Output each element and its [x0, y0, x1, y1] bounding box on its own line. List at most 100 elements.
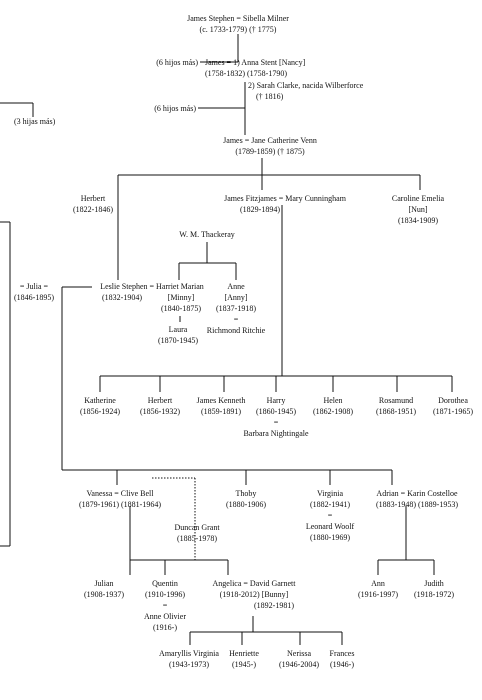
person-dates: (1840-1875)	[161, 304, 201, 313]
person-dates: (1829-1894)	[239, 205, 280, 214]
person-dates: (1946-2004)	[279, 660, 319, 669]
person-dates: (1945-)	[231, 660, 256, 669]
person-name: James Fitzjames = Mary Cunningham	[224, 194, 346, 203]
spouse-name: Leonard Woolf	[305, 522, 355, 531]
person-name: 2) Sarah Clarke, nacida Wilberforce	[248, 81, 364, 90]
person-dates: (1846-1895)	[14, 293, 54, 302]
person-dates: (1918-2012) [Bunny]	[219, 590, 289, 599]
person-name: Laura	[168, 325, 188, 334]
person-vanessa: Vanessa = Clive Bell (1879-1961) (1881-1…	[79, 488, 161, 510]
person-herbert-1856: Herbert (1856-1932)	[140, 395, 180, 417]
person-leslie-stephen: Leslie Stephen = Harriet Marian (1832-19…	[100, 281, 204, 303]
person-dates: (1870-1945)	[158, 336, 198, 345]
person-name: Judith	[424, 579, 444, 588]
person-name: Herbert	[80, 194, 106, 203]
spouse-name: Anne Olivier	[144, 612, 186, 621]
person-caroline-emelia: Caroline Emelia [Nun] (1834-1909)	[392, 193, 444, 226]
person-dates: (1758-1832) (1758-1790)	[205, 69, 287, 78]
person-dates: (1910-1996)	[145, 590, 185, 599]
person-duncan-grant: Duncan Grant (1885-1978)	[174, 522, 219, 544]
person-quentin: Quentin (1910-1996) = Anne Olivier (1916…	[144, 578, 186, 633]
spouse-dates: (1880-1969)	[310, 533, 350, 542]
person-dates: (1946-)	[329, 660, 354, 669]
person-james-fitzjames: James Fitzjames = Mary Cunningham (1829-…	[224, 193, 346, 215]
person-name: Anne	[227, 282, 245, 291]
person-thoby: Thoby (1880-1906)	[226, 488, 266, 510]
person-nickname: [Nun]	[408, 205, 428, 214]
person-name: Angelica = David Garnett	[212, 579, 296, 588]
person-henrietta: Henriette (1945-)	[229, 648, 259, 670]
person-dates: (1789-1859) († 1875)	[235, 147, 305, 156]
person-julian: Julian (1908-1937)	[84, 578, 124, 600]
person-dates: (1883-1948) (1889-1953)	[376, 500, 458, 509]
person-dates: († 1816)	[256, 92, 284, 101]
person-name: Dorothea	[438, 396, 468, 405]
person-name: Thoby	[235, 489, 257, 498]
person-nickname: [Anny]	[224, 293, 248, 302]
person-nerissa: Nerissa (1946-2004)	[279, 648, 319, 670]
person-name: James Kenneth	[196, 396, 246, 405]
person-name: Herbert	[147, 396, 173, 405]
person-dates: (1882-1941)	[310, 500, 350, 509]
person-dorothea: Dorothea (1871-1965)	[433, 395, 473, 417]
person-dates: (c. 1733-1779) († 1775)	[199, 25, 277, 34]
person-name: Nerissa	[287, 649, 311, 658]
person-julia: = Julia = (1846-1895)	[14, 281, 54, 303]
person-dates: (1860-1945)	[256, 407, 296, 416]
person-dates: (1834-1909)	[397, 216, 438, 225]
marriage-sign: =	[233, 315, 239, 324]
person-name: Helen	[323, 396, 343, 405]
person-name: Henriette	[229, 649, 259, 658]
person-helen: Helen (1862-1908)	[313, 395, 353, 417]
person-virginia: Virginia (1882-1941) = Leonard Woolf (18…	[306, 488, 354, 543]
person-nickname: [Minny]	[167, 293, 195, 302]
person-dates: (1868-1951)	[376, 407, 416, 416]
marriage-sign: =	[327, 511, 333, 520]
person-name: Duncan Grant	[174, 523, 220, 532]
spouse-dates: (1892-1981)	[254, 601, 294, 610]
person-name: Caroline Emelia	[391, 194, 445, 203]
person-ann: Ann (1916-1997)	[358, 578, 398, 600]
person-angelica: Angelica = David Garnett (1918-2012) [Bu…	[213, 578, 296, 611]
person-dates: (1859-1891)	[201, 407, 241, 416]
person-name: Adrian = Karin Costelloe	[376, 489, 458, 498]
person-dates: (1822-1846)	[73, 205, 113, 214]
person-herbert-1822: Herbert (1822-1846)	[73, 193, 113, 215]
person-frances: Frances (1946-)	[330, 648, 355, 670]
person-dates: (1908-1937)	[84, 590, 124, 599]
person-name: Katherine	[84, 396, 116, 405]
person-dates: (1862-1908)	[313, 407, 353, 416]
person-james-kenneth: James Kenneth (1859-1891)	[197, 395, 246, 417]
spouse-dates: (1916-)	[153, 623, 177, 632]
person-name: Julian	[94, 579, 114, 588]
person-name: Amaryllis Virginia	[159, 649, 219, 658]
person-name: Vanessa = Clive Bell	[86, 489, 154, 498]
person-name: W. M. Thackeray	[179, 230, 235, 239]
person-dates: (1856-1924)	[80, 407, 120, 416]
person-rosamund: Rosamund (1868-1951)	[376, 395, 416, 417]
person-james-1789: James = Jane Catherine Venn (1789-1859) …	[223, 135, 317, 157]
person-name: James = 1) Anna Stent [Nancy]	[205, 58, 306, 67]
note-six-more-children-2: (6 hijos más)	[154, 104, 196, 113]
marriage-sign: =	[162, 601, 168, 610]
person-dates: (1918-1972)	[414, 590, 454, 599]
person-name: Ann	[371, 579, 385, 588]
person-katherine: Katherine (1856-1924)	[80, 395, 120, 417]
person-dates: (1880-1906)	[226, 500, 266, 509]
person-judith: Judith (1918-1972)	[414, 578, 454, 600]
person-harriet-marian: [Minny] (1840-1875)	[161, 292, 201, 314]
person-name: Quentin	[152, 579, 178, 588]
spouse-name: Richmond Ritchie	[206, 326, 266, 335]
person-james-stephen: James Stephen = Sibella Milner (c. 1733-…	[187, 13, 289, 35]
person-anne: Anne [Anny] (1837-1918) = Richmond Ritch…	[207, 281, 265, 336]
person-thackeray: W. M. Thackeray	[179, 229, 235, 240]
person-name: Harry	[266, 396, 286, 405]
person-sarah-clarke: 2) Sarah Clarke, nacida Wilberforce († 1…	[248, 80, 363, 102]
person-adrian: Adrian = Karin Costelloe (1883-1948) (18…	[376, 488, 458, 510]
person-dates: (1916-1997)	[358, 590, 398, 599]
spouse-name: Barbara Nightingale	[243, 429, 309, 438]
person-dates: (1879-1961) (1881-1964)	[79, 500, 161, 509]
person-name: Frances	[329, 649, 355, 658]
person-name: James Stephen = Sibella Milner	[187, 14, 289, 23]
marriage-sign: =	[273, 418, 279, 427]
